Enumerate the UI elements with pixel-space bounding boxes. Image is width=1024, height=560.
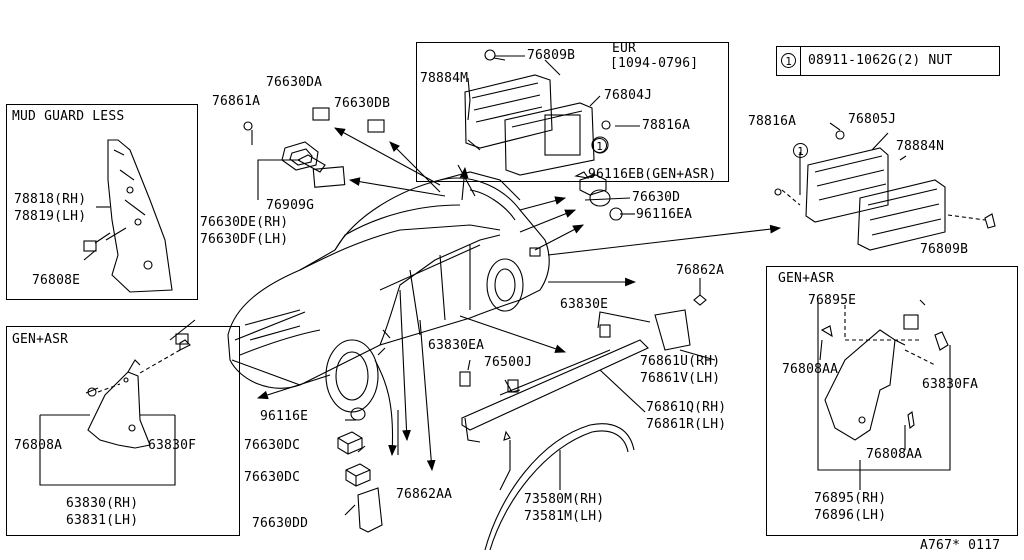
part-76808E: 76808E xyxy=(32,273,81,288)
side-sill-artwork xyxy=(459,294,707,551)
gen-asr-right-artwork xyxy=(820,305,949,441)
callout-73581M: 73581M(LH) xyxy=(524,509,605,524)
gen-asr-right-title: GEN+ASR xyxy=(778,271,835,286)
callout-76909G: 76909G xyxy=(266,198,315,213)
part-76808A: 76808A xyxy=(14,438,63,453)
callout-76862AA: 76862AA xyxy=(396,487,453,502)
eur-title: EUR xyxy=(612,41,637,56)
callout-76500J: 76500J xyxy=(484,355,533,370)
eur-artwork xyxy=(464,49,611,176)
part-76804J: 76804J xyxy=(604,88,653,103)
eur-subtitle: [1094-0796] xyxy=(610,56,699,71)
callout-76630DA: 76630DA xyxy=(266,75,323,90)
part-76808AA-1: 76808AA xyxy=(782,362,839,377)
mud-guard-less-box xyxy=(6,104,198,300)
part-76808AA-2: 76808AA xyxy=(866,447,923,462)
callout-76630DF: 76630DF(LH) xyxy=(200,232,289,247)
legend-symbol: 1 xyxy=(781,53,796,68)
mud-guard-less-title: MUD GUARD LESS xyxy=(12,109,125,124)
right-nut-symbol: 1 xyxy=(793,143,808,158)
callout-76630DC-1: 76630DC xyxy=(244,438,301,453)
eur-box xyxy=(416,42,729,182)
legend-divider xyxy=(800,46,801,76)
legend-box xyxy=(776,46,1000,76)
callout-78816A-right: 78816A xyxy=(748,114,797,129)
gen-asr-left-box xyxy=(6,326,240,536)
callout-96116EA: 96116EA xyxy=(636,207,693,222)
part-63830: 63830(RH) xyxy=(66,496,139,511)
part-63830FA: 63830FA xyxy=(922,377,979,392)
callout-76809B-right: 76809B xyxy=(920,242,969,257)
part-63830F: 63830F xyxy=(148,438,197,453)
callout-76861R: 76861R(LH) xyxy=(646,417,727,432)
gen-asr-right-box xyxy=(766,266,1018,536)
callout-76630DE: 76630DE(RH) xyxy=(200,215,289,230)
part-78818: 78818(RH) xyxy=(14,192,87,207)
part-76895E: 76895E xyxy=(808,293,857,308)
diagram-id: A767* 0117 xyxy=(920,538,1001,553)
callout-63830EA: 63830EA xyxy=(428,338,485,353)
mud-guard-less-artwork xyxy=(83,139,173,293)
callout-63830E: 63830E xyxy=(560,297,609,312)
part-78816A-eur: 78816A xyxy=(642,118,691,133)
callout-96116E: 96116E xyxy=(260,409,309,424)
callout-76861U: 76861U(RH) xyxy=(640,354,721,369)
right-assembly-artwork xyxy=(774,130,996,251)
callout-76805J: 76805J xyxy=(848,112,897,127)
part-76895: 76895(RH) xyxy=(814,491,887,506)
leader-lines xyxy=(39,55,951,516)
part-63831: 63831(LH) xyxy=(66,513,139,528)
callout-76630DC-2: 76630DC xyxy=(244,470,301,485)
eur-nut-symbol: 1 xyxy=(592,138,607,153)
callout-76630DB: 76630DB xyxy=(334,96,391,111)
callout-76861Q: 76861Q(RH) xyxy=(646,400,727,415)
gen-asr-left-title: GEN+ASR xyxy=(12,332,69,347)
part-76896: 76896(LH) xyxy=(814,508,887,523)
part-78819: 78819(LH) xyxy=(14,209,87,224)
callout-76630D: 76630D xyxy=(632,190,681,205)
callout-76861A: 76861A xyxy=(212,94,261,109)
callout-76861V: 76861V(LH) xyxy=(640,371,721,386)
callout-73580M: 73580M(RH) xyxy=(524,492,605,507)
legend-text: 08911-1062G(2) NUT xyxy=(808,53,953,68)
gen-asr-left-artwork xyxy=(85,333,191,449)
part-78884M: 78884M xyxy=(420,71,469,86)
callout-96116EB: 96116EB(GEN+ASR) xyxy=(588,167,717,182)
callout-78884N: 78884N xyxy=(896,139,945,154)
callout-76862A: 76862A xyxy=(676,263,725,278)
callout-76630DD: 76630DD xyxy=(252,516,309,531)
part-76809B-eur: 76809B xyxy=(527,48,576,63)
